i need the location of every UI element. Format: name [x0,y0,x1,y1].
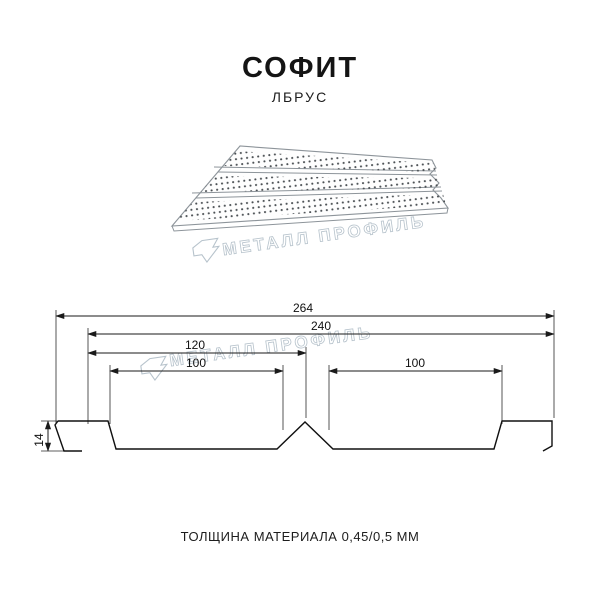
panel-rib-2 [217,171,438,176]
panel-bottom-edge [171,207,449,232]
dim-label-pan-left: 100 [186,356,206,370]
dimension-lines [44,312,555,452]
soffit-profile-outline [58,420,553,452]
soffit-profile-left-lip [54,420,82,452]
page-title: СОФИТ [241,52,359,84]
brand-logo-icon [192,237,221,264]
dim-label-working-width: 240 [311,319,331,333]
thickness-note: ТОЛЩИНА МАТЕРИАЛА 0,45/0,5 ММ [180,529,420,544]
dim-label-to-center: 120 [185,338,205,352]
dim-label-overall-width: 264 [293,301,313,315]
dim-label-pan-right: 100 [405,356,425,370]
product-illustration-3d [170,145,450,232]
watermark-2: МЕТАЛЛ ПРОФИЛЬ [140,322,375,382]
page-subtitle: ЛБРУС [271,89,329,105]
perforation-strip-2 [201,176,441,192]
extension-lines [41,310,555,452]
perforation-strip-3 [223,151,436,172]
cross-section-drawing: 264 240 120 100 100 14 [32,301,555,452]
perforation-strip-1 [176,194,446,221]
dim-label-height: 14 [32,433,46,447]
panel-rib-1 [195,190,443,199]
brand-logo-icon [140,355,169,382]
